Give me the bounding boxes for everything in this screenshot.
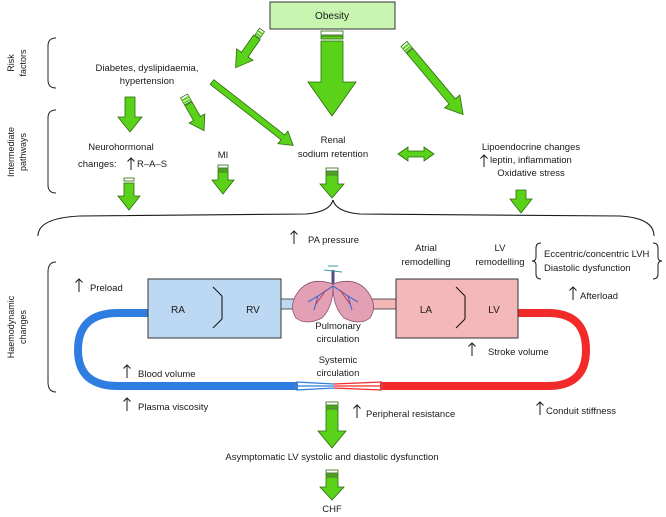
up-arrow-icon <box>127 157 135 170</box>
plasma-viscosity-label: Plasma viscosity <box>138 402 208 413</box>
arrow-obesity-to-lipo <box>400 40 464 116</box>
lv-remodelling-1: LV <box>495 243 507 254</box>
arrow-to-chf <box>319 469 345 501</box>
lipo-line1: Lipoendocrine changes <box>482 142 580 153</box>
lipo-line2: leptin, inflammation <box>490 155 572 166</box>
left-heart-box: LA LV <box>395 278 519 339</box>
arrow-diabetes-to-neuro <box>117 96 143 133</box>
pulmonary-circ-2: circulation <box>317 334 360 345</box>
obesity-label: Obesity <box>315 11 349 22</box>
up-arrow-icon <box>123 364 131 378</box>
up-arrow-icon <box>123 397 131 411</box>
pulmonary-circ-1: Pulmonary <box>315 321 361 332</box>
atrial-remodelling-2: remodelling <box>401 257 450 268</box>
pulmonary-vein <box>371 298 397 310</box>
up-arrow-icon <box>468 342 476 356</box>
pa-pressure: PA pressure <box>308 235 359 246</box>
chf-label: CHF <box>322 504 342 515</box>
renal-line1: Renal <box>321 135 346 146</box>
venous-loop <box>73 309 298 390</box>
arrow-mi-down <box>211 164 235 195</box>
atrial-remodelling-1: Atrial <box>415 243 437 254</box>
capillary-bed <box>295 381 383 391</box>
peripheral-resistance-label: Peripheral resistance <box>366 409 455 420</box>
up-arrow-icon <box>353 404 361 418</box>
renal-line2: sodium retention <box>298 149 368 160</box>
risk-factors-line2: hypertension <box>120 76 174 87</box>
rv-label: RV <box>246 305 260 316</box>
up-arrow-icon <box>569 286 577 300</box>
la-label: LA <box>420 305 433 316</box>
lvh-bracket-left <box>531 242 542 280</box>
systemic-circ-1: Systemic <box>319 355 358 366</box>
stroke-volume-label: Stroke volume <box>488 347 549 358</box>
afterload-label: Afterload <box>580 291 618 302</box>
neuro-line2: changes: <box>78 159 117 170</box>
arrow-neuro-down <box>117 177 141 211</box>
right-heart-box: RA RV <box>147 278 282 339</box>
arrow-diabetes-to-renal <box>209 79 294 146</box>
arrow-obesity-to-renal <box>307 30 357 117</box>
arrow-group <box>117 27 533 501</box>
curly-brace <box>37 199 655 237</box>
lv-label: LV <box>488 305 500 316</box>
side-label-intermediate: Intermediate pathways <box>6 109 57 194</box>
preload-label: Preload <box>90 283 123 294</box>
up-arrow-icon <box>480 154 488 167</box>
systemic-circ-2: circulation <box>317 368 360 379</box>
lungs-illustration <box>292 265 374 323</box>
neuro-line1: Neurohormonal <box>88 142 153 153</box>
arrow-systemic-down <box>317 401 347 449</box>
side-label-haemo-1: Haemodynamic <box>6 295 16 358</box>
lvh-bracket-right <box>652 242 663 280</box>
mi-label: MI <box>218 150 229 161</box>
side-label-intermediate-2: pathways <box>18 132 28 171</box>
arrow-diabetes-to-mi <box>179 93 206 132</box>
arrow-renal-lipo-double <box>397 146 435 162</box>
side-label-risk-factors: Risk factors <box>6 37 57 89</box>
risk-factors-line1: Diabetes, dyslipidaemia, <box>96 63 199 74</box>
neuro-ras: R–A–S <box>137 159 167 170</box>
arrow-lipo-down <box>509 189 533 214</box>
arterial-loop <box>380 309 591 390</box>
side-label-haemo-2: changes <box>18 309 28 344</box>
up-arrow-icon <box>290 230 298 244</box>
up-arrow-icon <box>536 401 544 415</box>
side-label-haemodynamic: Haemodynamic changes <box>6 261 57 393</box>
lvh-line1: Eccentric/concentric LVH <box>544 249 650 260</box>
arrow-renal-down <box>319 167 345 199</box>
arrow-obesity-to-diabetes <box>235 27 266 69</box>
up-arrow-icon <box>75 278 83 292</box>
lipo-line3: Oxidative stress <box>497 168 565 179</box>
obesity-box: Obesity <box>269 1 396 30</box>
asymptomatic-label: Asymptomatic LV systolic and diastolic d… <box>225 452 438 463</box>
side-label-risk-1: Risk <box>6 54 16 72</box>
side-label-risk-2: factors <box>18 49 28 77</box>
side-label-intermediate-1: Intermediate <box>6 127 16 177</box>
ra-label: RA <box>171 305 185 316</box>
blood-volume-label: Blood volume <box>138 369 196 380</box>
lvh-line2: Diastolic dysfunction <box>544 263 631 274</box>
lv-remodelling-2: remodelling <box>475 257 524 268</box>
conduit-stiffness-label: Conduit stiffness <box>546 406 616 417</box>
